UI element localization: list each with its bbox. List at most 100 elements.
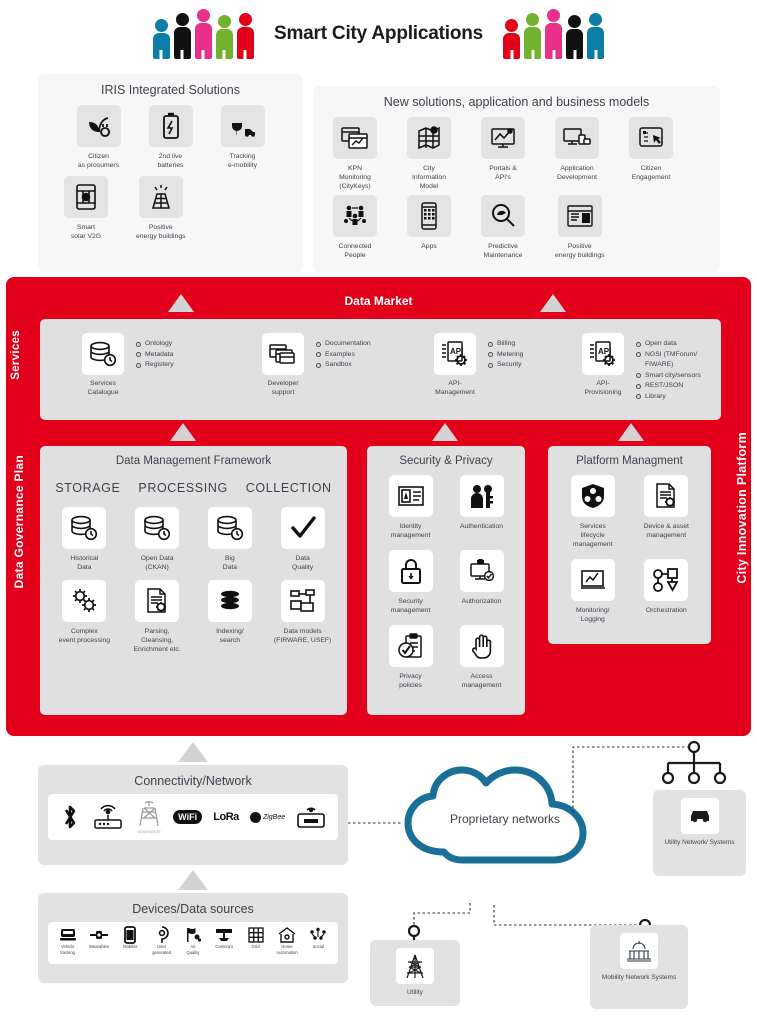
dmf-pillar-label: PROCESSING: [138, 481, 228, 495]
platform-mgmt-tile[interactable]: Orchestration: [630, 559, 704, 624]
device-item: Grid: [241, 926, 271, 950]
magnifier-wrench-icon: [481, 195, 525, 237]
person-figure-icon: [194, 9, 212, 59]
service-bullet: Billing: [488, 339, 523, 350]
service-label: API-Management: [435, 380, 475, 396]
services-side-label: Services: [10, 330, 22, 380]
security-tile[interactable]: Authorization: [446, 550, 517, 615]
tile-label: Parsing,Cleansing,Enrichment etc.: [133, 628, 181, 653]
database-clock-icon: [135, 507, 180, 549]
dmf-tile[interactable]: Open Data(CKAN): [121, 507, 194, 572]
dmf-tile[interactable]: Parsing,Cleansing,Enrichment etc.: [121, 580, 194, 654]
zigbee-logo-icon: ZigBee: [249, 811, 285, 823]
utility-label: Utility: [407, 989, 423, 996]
data-market-bar: Data Market: [6, 284, 751, 318]
security-tile[interactable]: Authentication: [446, 475, 517, 540]
utility-network-systems-box: Utility Network/ Systems: [653, 790, 746, 876]
arrow-up-security: [432, 423, 458, 441]
smart-meter-icon: [64, 176, 108, 218]
tile-label: Monitoring/Logging: [575, 607, 610, 623]
devices-title: Devices/Data sources: [132, 902, 254, 916]
map-pin-icon: [407, 117, 451, 159]
padlock-icon: [388, 550, 433, 592]
new-solution-tile[interactable]: Apps: [407, 195, 451, 260]
dmf-pillar-label: COLLECTION: [245, 481, 332, 495]
platform-mgmt-tile[interactable]: Monitoring/Logging: [556, 559, 630, 624]
city-innovation-platform-label: City Innovation Platform: [735, 432, 749, 584]
service-tile[interactable]: API API-Provisioning: [570, 333, 636, 397]
bullet-ring-icon: [636, 383, 641, 389]
people-group-left: [152, 9, 254, 59]
person-figure-icon: [236, 13, 254, 59]
service-bullet: Sandbox: [316, 360, 371, 371]
service-bullet: Smart city/sensors: [636, 371, 701, 382]
device-item: Camera's: [209, 926, 239, 950]
gears-icon: [62, 580, 107, 622]
arrow-up-iris: [168, 294, 194, 312]
dmf-tile[interactable]: Indexing/search: [194, 580, 267, 654]
dmf-tile[interactable]: Data models(FIRWARE, USEF): [266, 580, 339, 654]
air-quality-icon: [178, 926, 208, 943]
service-bullet: NGSI (TMForum/FIWARE): [636, 350, 701, 371]
new-solution-tile[interactable]: Portals &API's: [481, 117, 525, 191]
device-item: Mobiles: [115, 925, 145, 950]
device-label: Grid: [251, 944, 260, 949]
arrow-up-connectivity: [178, 742, 208, 762]
tablet-touch-icon: [629, 117, 673, 159]
wearable-icon: [84, 926, 114, 943]
tile-label: Authentication: [459, 523, 504, 530]
service-tile[interactable]: API API-Management: [422, 333, 488, 397]
person-figure-icon: [545, 9, 562, 59]
utility-network-label: Utility Network/ Systems: [664, 839, 735, 846]
dashboard-window-icon: [333, 117, 377, 159]
bullet-ring-icon: [636, 373, 641, 378]
person-figure-icon: [173, 13, 191, 59]
